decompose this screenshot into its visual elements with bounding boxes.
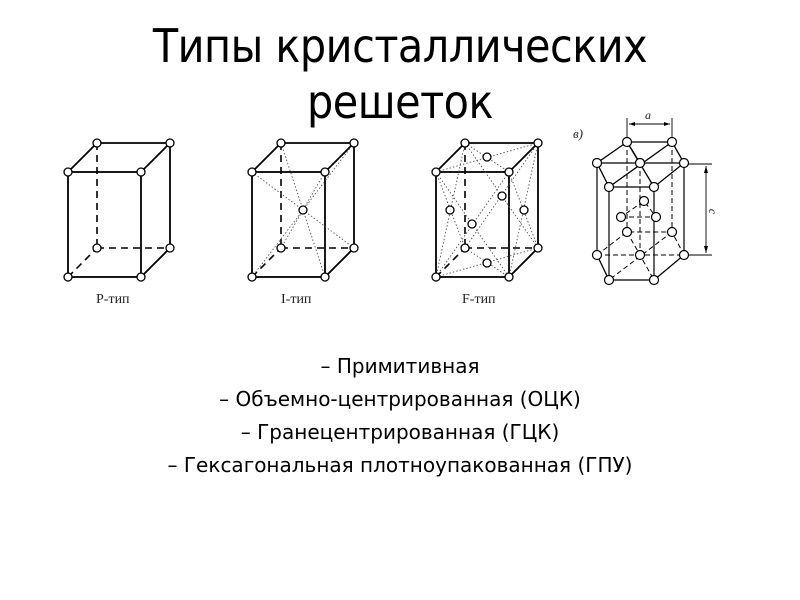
list-item-hcp: – Гексагональная плотноупакованная (ГПУ) <box>167 453 633 477</box>
title-line-2: решеток <box>306 75 494 129</box>
caption-i-type: I-тип <box>281 292 312 307</box>
hcp-lattice <box>591 118 712 286</box>
title-line-1: Типы кристаллических <box>152 19 648 73</box>
lattice-type-list: – Примитивная – Объемно-центрированная (… <box>0 350 800 482</box>
list-item-primitive: – Примитивная <box>320 354 480 378</box>
i-type-lattice <box>247 138 359 282</box>
f-type-lattice <box>431 138 543 282</box>
hcp-dim-a-label: a <box>645 108 651 122</box>
slide-title: Типы кристаллических решеток <box>0 18 800 130</box>
caption-f-type: F-тип <box>462 292 496 307</box>
hcp-dim-c-label: c <box>706 208 721 215</box>
hcp-panel-label: в) <box>573 126 583 141</box>
list-item-fcc: – Гранецентрированная (ГЦК) <box>240 420 560 444</box>
p-type-lattice <box>63 138 175 282</box>
list-item-bcc: – Объемно-центрированная (ОЦК) <box>219 387 581 411</box>
caption-p-type: P-тип <box>96 292 130 307</box>
